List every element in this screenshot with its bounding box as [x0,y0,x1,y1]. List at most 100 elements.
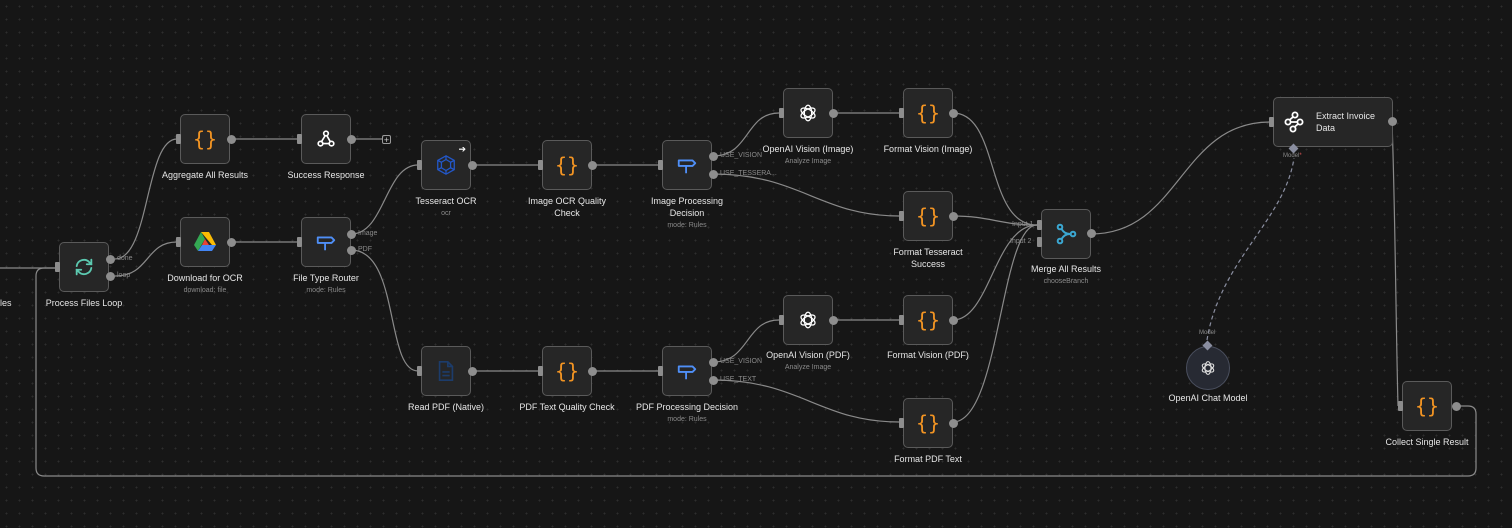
input-port[interactable] [1398,401,1403,411]
output-port[interactable] [468,161,477,170]
output-port[interactable] [347,135,356,144]
input-port[interactable] [899,211,904,221]
input-port[interactable] [658,160,663,170]
node-success-response[interactable] [301,114,351,164]
node-pdf-text-quality-check[interactable]: {} [542,346,592,396]
extractor-icon [1284,111,1304,133]
node-title: OpenAI Vision (PDF) [766,350,850,360]
output-port-done[interactable] [106,255,115,264]
port-label-pdf: PDF [358,246,372,253]
openai-icon [800,104,816,122]
output-port[interactable] [588,367,597,376]
node-tesseract-ocr[interactable]: ➔ [421,140,471,190]
node-aggregate-all-results[interactable]: {} [180,114,230,164]
node-label: Format Tesseract Success [888,246,968,270]
input-port[interactable] [297,134,302,144]
input-port-1[interactable] [1037,220,1042,230]
node-label: Format Vision (Image) [868,143,988,155]
node-collect-single-result[interactable]: {} [1402,381,1452,431]
input-port[interactable] [779,315,784,325]
output-port[interactable] [227,135,236,144]
edge-format-vision-pdf-to-merge[interactable] [952,224,1038,321]
node-image-ocr-quality-check[interactable]: {} [542,140,592,190]
node-openai-vision-image[interactable] [783,88,833,138]
output-port[interactable] [468,367,477,376]
edge-extract-to-collect[interactable] [1391,121,1399,407]
output-port-use-tesseract[interactable] [709,170,718,179]
input-port[interactable] [538,160,543,170]
input-port[interactable] [297,237,302,247]
node-label: Image OCR Quality Check [527,195,607,219]
input-port[interactable] [176,134,181,144]
edge-format-vision-img-to-merge[interactable] [952,112,1038,226]
input-port[interactable] [779,108,784,118]
node-title: Format Vision (PDF) [887,350,969,360]
output-port-use-vision[interactable] [709,358,718,367]
input-port[interactable] [899,315,904,325]
port-label-loop: loop [117,272,131,279]
node-file-type-router[interactable] [301,217,351,267]
node-merge-all-results[interactable] [1041,209,1091,259]
edge-decision-vision-to-openai[interactable] [712,112,780,157]
output-port-use-text[interactable] [709,376,718,385]
output-port-pdf[interactable] [347,246,356,255]
output-port[interactable] [1452,402,1461,411]
input-port[interactable] [417,366,422,376]
edge-collect-loopback[interactable] [35,267,1477,477]
node-process-files-loop[interactable] [59,242,109,292]
node-format-tesseract-success[interactable]: {} [903,191,953,241]
node-openai-vision-pdf[interactable] [783,295,833,345]
node-format-vision-pdf[interactable]: {} [903,295,953,345]
output-port[interactable] [1388,117,1397,126]
output-port-image[interactable] [347,230,356,239]
edge-model-to-extract[interactable] [1206,157,1295,341]
node-title: Format PDF Text [894,454,962,464]
output-port[interactable] [949,316,958,325]
output-port[interactable] [227,238,236,247]
input-port[interactable] [1269,117,1274,127]
node-label: OpenAI Chat Model [1148,392,1268,404]
node-format-pdf-text[interactable]: {} [903,398,953,448]
edge-decision-tesseract-to-format[interactable] [712,173,900,217]
node-read-pdf-native[interactable] [421,346,471,396]
output-port[interactable] [829,316,838,325]
output-port[interactable] [588,161,597,170]
node-subtitle: Analyze Image [784,364,832,371]
port-label-input-2: Input 2 [1010,238,1032,245]
input-port[interactable] [899,418,904,428]
output-port-loop[interactable] [106,272,115,281]
input-port[interactable] [899,108,904,118]
edge-done-to-aggregate[interactable] [114,138,178,260]
add-node-button[interactable]: + [382,135,391,145]
output-port[interactable] [1087,229,1096,238]
input-port-2[interactable] [1037,237,1042,247]
node-openai-chat-model[interactable] [1186,346,1230,390]
node-image-processing-decision[interactable] [662,140,712,190]
node-format-vision-image[interactable]: {} [903,88,953,138]
node-extract-invoice-data[interactable]: Extract Invoice Data [1273,97,1393,147]
edge-format-pdf-text-to-merge[interactable] [952,224,1038,423]
edge-pdfdecision-text-to-format[interactable] [712,379,900,423]
input-port[interactable] [658,366,663,376]
node-title: File Type Router [293,273,359,283]
output-port[interactable] [949,109,958,118]
output-port[interactable] [949,212,958,221]
input-port[interactable] [55,262,60,272]
edge-merge-to-extract[interactable] [1090,121,1271,235]
edge-format-tesseract-to-merge[interactable] [952,215,1038,226]
input-port[interactable] [176,237,181,247]
output-port[interactable] [829,109,838,118]
output-port-use-vision[interactable] [709,152,718,161]
input-port[interactable] [538,366,543,376]
edge-router-pdf-to-readpdf[interactable] [350,249,419,372]
node-pdf-processing-decision[interactable] [662,346,712,396]
edge-router-image-to-tesseract[interactable] [350,164,419,235]
edge-loop-to-download[interactable] [114,241,178,277]
node-title: Merge All Results [1030,264,1102,274]
output-port[interactable] [949,419,958,428]
node-download-for-ocr[interactable] [180,217,230,267]
node-label: Format PDF Text [868,453,988,465]
edge-pdfdecision-vision-to-openai[interactable] [712,319,780,363]
input-port[interactable] [417,160,422,170]
